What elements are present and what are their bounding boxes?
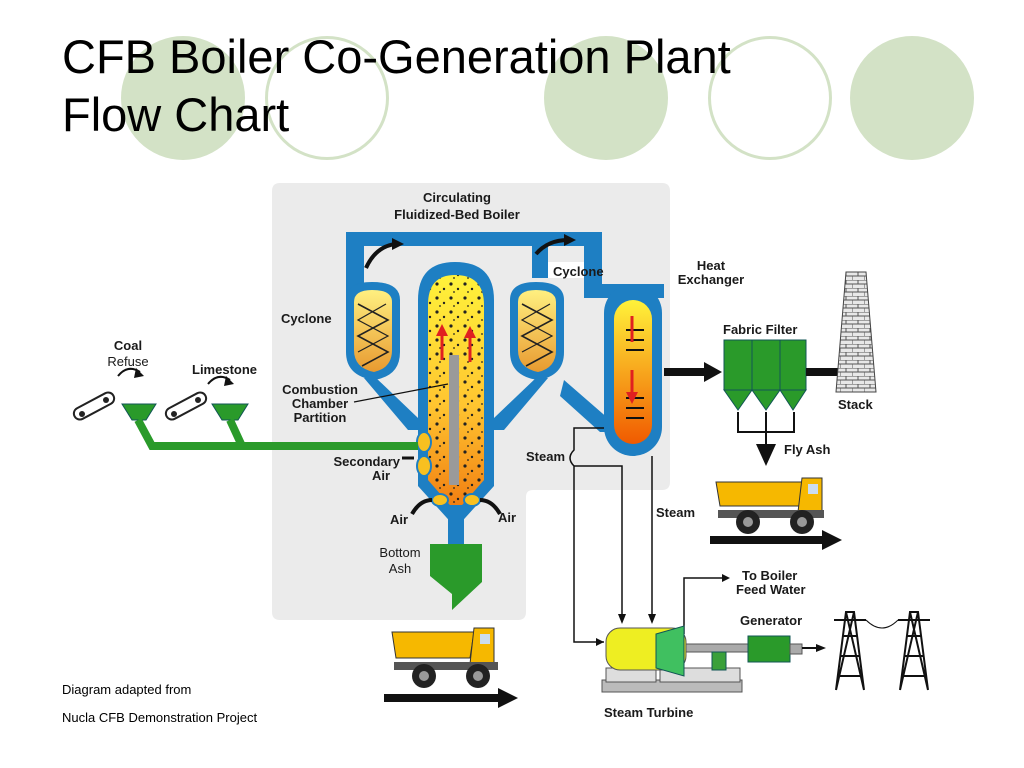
label-feed-water: Feed Water xyxy=(736,582,806,597)
heat-exchanger xyxy=(604,284,662,456)
slide-title-line-2: Flow Chart xyxy=(62,88,290,141)
air-arrow-left xyxy=(410,498,433,516)
label-heat: Heat xyxy=(697,258,726,273)
label-stack: Stack xyxy=(838,397,873,412)
boiler-structure xyxy=(346,232,664,545)
label-air-right: Air xyxy=(498,510,516,525)
slide-title: CFB Boiler Co-Generation Plant Flow Char… xyxy=(62,28,731,144)
slide-title-line-1: CFB Boiler Co-Generation Plant xyxy=(62,30,731,83)
label-steam-boiler: Steam xyxy=(526,449,565,464)
label-secondary: Secondary xyxy=(334,454,401,469)
deco-circle-2 xyxy=(544,36,668,160)
steam-line-turbine-in xyxy=(574,465,623,620)
label-generator: Generator xyxy=(740,613,802,628)
steam-turbine xyxy=(601,625,751,693)
credit-line-1: Diagram adapted from xyxy=(62,682,192,697)
deco-circle-1 xyxy=(121,36,245,160)
label-cyclone-left: Cyclone xyxy=(281,311,332,326)
deco-ring-2 xyxy=(708,36,832,160)
label-coal: Coal xyxy=(114,338,142,353)
label-air-left: Air xyxy=(390,512,408,527)
label-refuse: Refuse xyxy=(107,354,148,369)
label-chamber: Chamber xyxy=(292,396,348,411)
air-arrow-right xyxy=(479,498,502,516)
truck-coal xyxy=(391,627,498,688)
limestone-feeder xyxy=(164,391,249,421)
label-fly-ash: Fly Ash xyxy=(784,442,831,457)
truck-fly-ash xyxy=(715,477,824,534)
label-boiler-title-1: Circulating xyxy=(423,190,491,205)
label-steam-hx: Steam xyxy=(656,505,695,520)
label-combustion: Combustion xyxy=(282,382,358,397)
feed-water-line xyxy=(683,577,726,634)
transmission-towers xyxy=(834,611,930,691)
label-steam-turbine: Steam Turbine xyxy=(604,705,693,720)
label-boiler-title-2: Fluidized-Bed Boiler xyxy=(394,207,520,222)
fabric-filter xyxy=(723,339,807,411)
partition-leader xyxy=(353,383,449,403)
label-limestone: Limestone xyxy=(192,362,257,377)
label-secondary-air: Air xyxy=(372,468,390,483)
steam-line-boiler xyxy=(569,427,604,643)
generator xyxy=(747,635,803,663)
fuel-feed-pipe xyxy=(134,418,418,450)
credit-line-2: Nucla CFB Demonstration Project xyxy=(62,710,258,725)
label-cyclone-right: Cyclone xyxy=(553,264,604,279)
label-partition: Partition xyxy=(294,410,347,425)
stack xyxy=(835,271,877,393)
deco-ring-1 xyxy=(265,36,389,160)
label-bottom-ash: Ash xyxy=(389,561,411,576)
label-bottom: Bottom xyxy=(379,545,420,560)
label-fabric-filter: Fabric Filter xyxy=(723,322,797,337)
bottom-ash-hopper xyxy=(430,544,482,610)
deco-circle-3 xyxy=(850,36,974,160)
coal-feeder xyxy=(72,391,157,421)
label-exchanger: Exchanger xyxy=(678,272,744,287)
label-to-boiler: To Boiler xyxy=(742,568,797,583)
